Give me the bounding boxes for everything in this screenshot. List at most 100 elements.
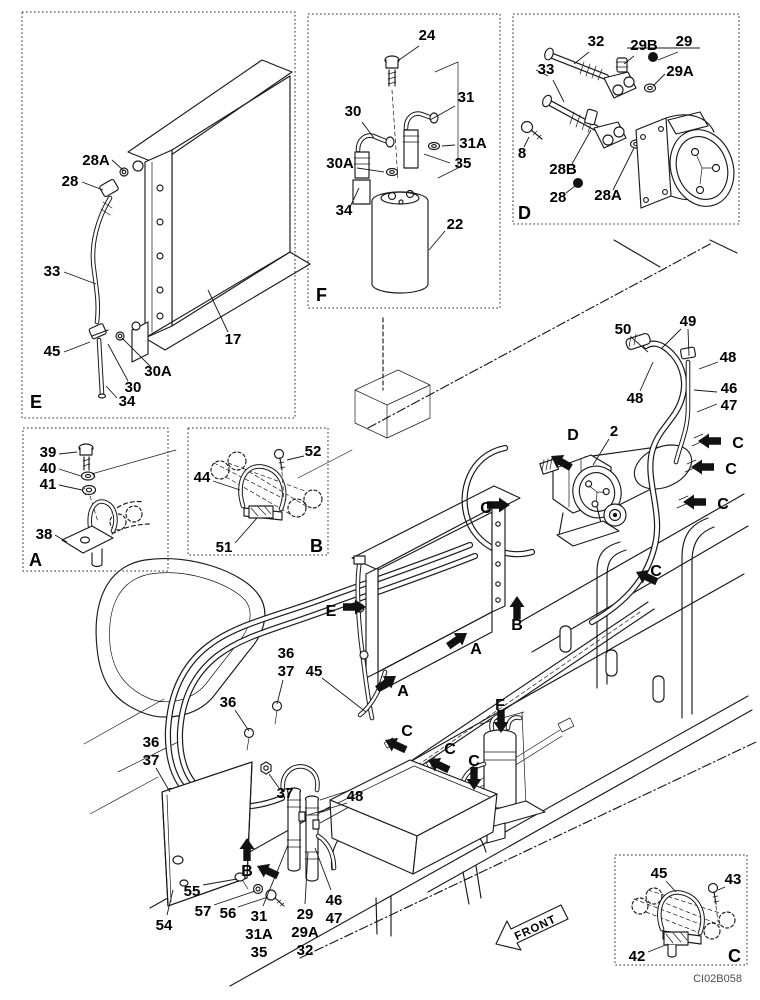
valve-29b: [616, 57, 628, 73]
front-arrow: FRONT: [495, 904, 569, 951]
callout-30a-f: 30A: [326, 155, 354, 172]
condenser-outlet: [131, 321, 141, 331]
callout-28a-d: 28A: [594, 187, 622, 204]
callout-46-bottom: 46: [326, 892, 343, 909]
screw-52: [273, 448, 286, 501]
letter-e-main: E: [326, 603, 337, 620]
cap-48: [679, 346, 697, 360]
valve-28b: [584, 108, 598, 126]
callout-43: 43: [725, 871, 742, 888]
callout-30-f: 30: [345, 103, 362, 120]
callout-30-e: 30: [125, 379, 142, 396]
bolt-39: [78, 443, 94, 471]
callout-37-top: 37: [278, 663, 295, 680]
washer-31a: [427, 141, 441, 151]
inset-a: 39 40 41 38 A: [22, 427, 169, 572]
callout-39: 39: [40, 444, 57, 461]
callout-34-f: 34: [336, 202, 353, 219]
callout-35: 35: [251, 944, 268, 961]
callout-2: 2: [610, 423, 618, 440]
bullet-28: [573, 178, 583, 188]
callout-37-nut: 37: [277, 785, 294, 802]
letter-f-drier: F: [495, 697, 505, 714]
letter-c-r3: C: [717, 496, 729, 513]
tubes-dashed-c: [631, 887, 736, 940]
callout-32: 32: [297, 942, 314, 959]
callout-31-f: 31: [458, 89, 475, 106]
callout-41: 41: [40, 476, 57, 493]
inset-letter-c: C: [728, 946, 741, 966]
callout-45-main: 45: [306, 663, 323, 680]
hose-32: [544, 47, 637, 99]
callout-48-right: 48: [720, 349, 737, 366]
inset-e: 28A 28 33 45 30 30A 34 17 E: [21, 11, 311, 419]
nut-37: [260, 761, 272, 775]
letter-c-r1: C: [732, 435, 744, 452]
callout-29a: 29A: [291, 924, 319, 941]
pad-51: [248, 505, 274, 519]
callout-22: 22: [447, 216, 464, 233]
washer-29a-d: [643, 83, 657, 93]
washer-57: [252, 883, 264, 895]
callout-44: 44: [194, 469, 211, 486]
callout-54: 54: [156, 917, 173, 934]
callout-42: 42: [629, 948, 646, 965]
tubes-dashed-b: [210, 451, 323, 518]
panel-54: [161, 761, 285, 907]
callout-45-e: 45: [44, 343, 61, 360]
main-callouts: 2 50 49 48 48 46 47 36 37 45 36 36 37 37…: [143, 313, 738, 961]
hose-33-d: [542, 94, 627, 149]
arrow-c-r2: [691, 459, 714, 475]
cab-outline: [95, 557, 266, 718]
fitting-50: [625, 333, 651, 350]
inset-letter-d: D: [518, 203, 531, 223]
letter-c-rail2: C: [444, 741, 456, 758]
letter-d-main: D: [567, 427, 579, 444]
washer-41: [81, 484, 97, 496]
inset-f: 24 30 31 31A 35 30A 34 22 F: [307, 13, 501, 309]
callout-32: 32: [588, 33, 605, 50]
condenser-main: [351, 485, 521, 721]
callout-37-left: 37: [143, 752, 160, 769]
callout-24: 24: [419, 27, 436, 44]
callout-51: 51: [216, 539, 233, 556]
callout-52: 52: [305, 443, 322, 460]
letter-a-1: A: [470, 641, 482, 658]
receiver-drier-22: [371, 189, 429, 294]
callout-45-c: 45: [651, 865, 668, 882]
inset-letter-b: B: [310, 536, 323, 556]
letter-c-r2: C: [725, 461, 737, 478]
callout-36-top: 36: [278, 645, 295, 662]
callout-29b: 29B: [630, 37, 658, 54]
letter-a-2: A: [397, 683, 409, 700]
tube-34: [352, 179, 371, 205]
bolt-24: [384, 55, 400, 87]
inset-b: 52 44 51 B: [187, 427, 329, 556]
pad-42: [663, 931, 689, 958]
compressor-hose-loop: [461, 444, 536, 558]
callout-36-left: 36: [143, 734, 160, 751]
callout-29: 29: [676, 33, 693, 50]
compressor-main: [539, 444, 693, 547]
screw-43: [707, 882, 720, 923]
inset-letter-a: A: [29, 550, 42, 570]
callout-56: 56: [220, 905, 237, 922]
letter-c-loop: C: [480, 500, 492, 517]
callout-8: 8: [518, 145, 526, 162]
callout-34-e: 34: [119, 393, 136, 410]
washer-30a-f: [385, 167, 399, 177]
inset-c: 45 43 42 C: [614, 854, 748, 966]
callout-57: 57: [195, 903, 212, 920]
callout-46-right: 46: [721, 380, 738, 397]
callout-35-f: 35: [455, 155, 472, 172]
letter-b-2: B: [241, 863, 253, 880]
clamp-38: [61, 499, 151, 568]
callout-48-left: 48: [627, 390, 644, 407]
compressor-d: [635, 111, 735, 209]
inset-letter-f: F: [316, 285, 327, 305]
tank-and-cover: [319, 759, 498, 937]
hose-33-detail: [88, 178, 119, 399]
callout-28-e: 28: [62, 173, 79, 190]
